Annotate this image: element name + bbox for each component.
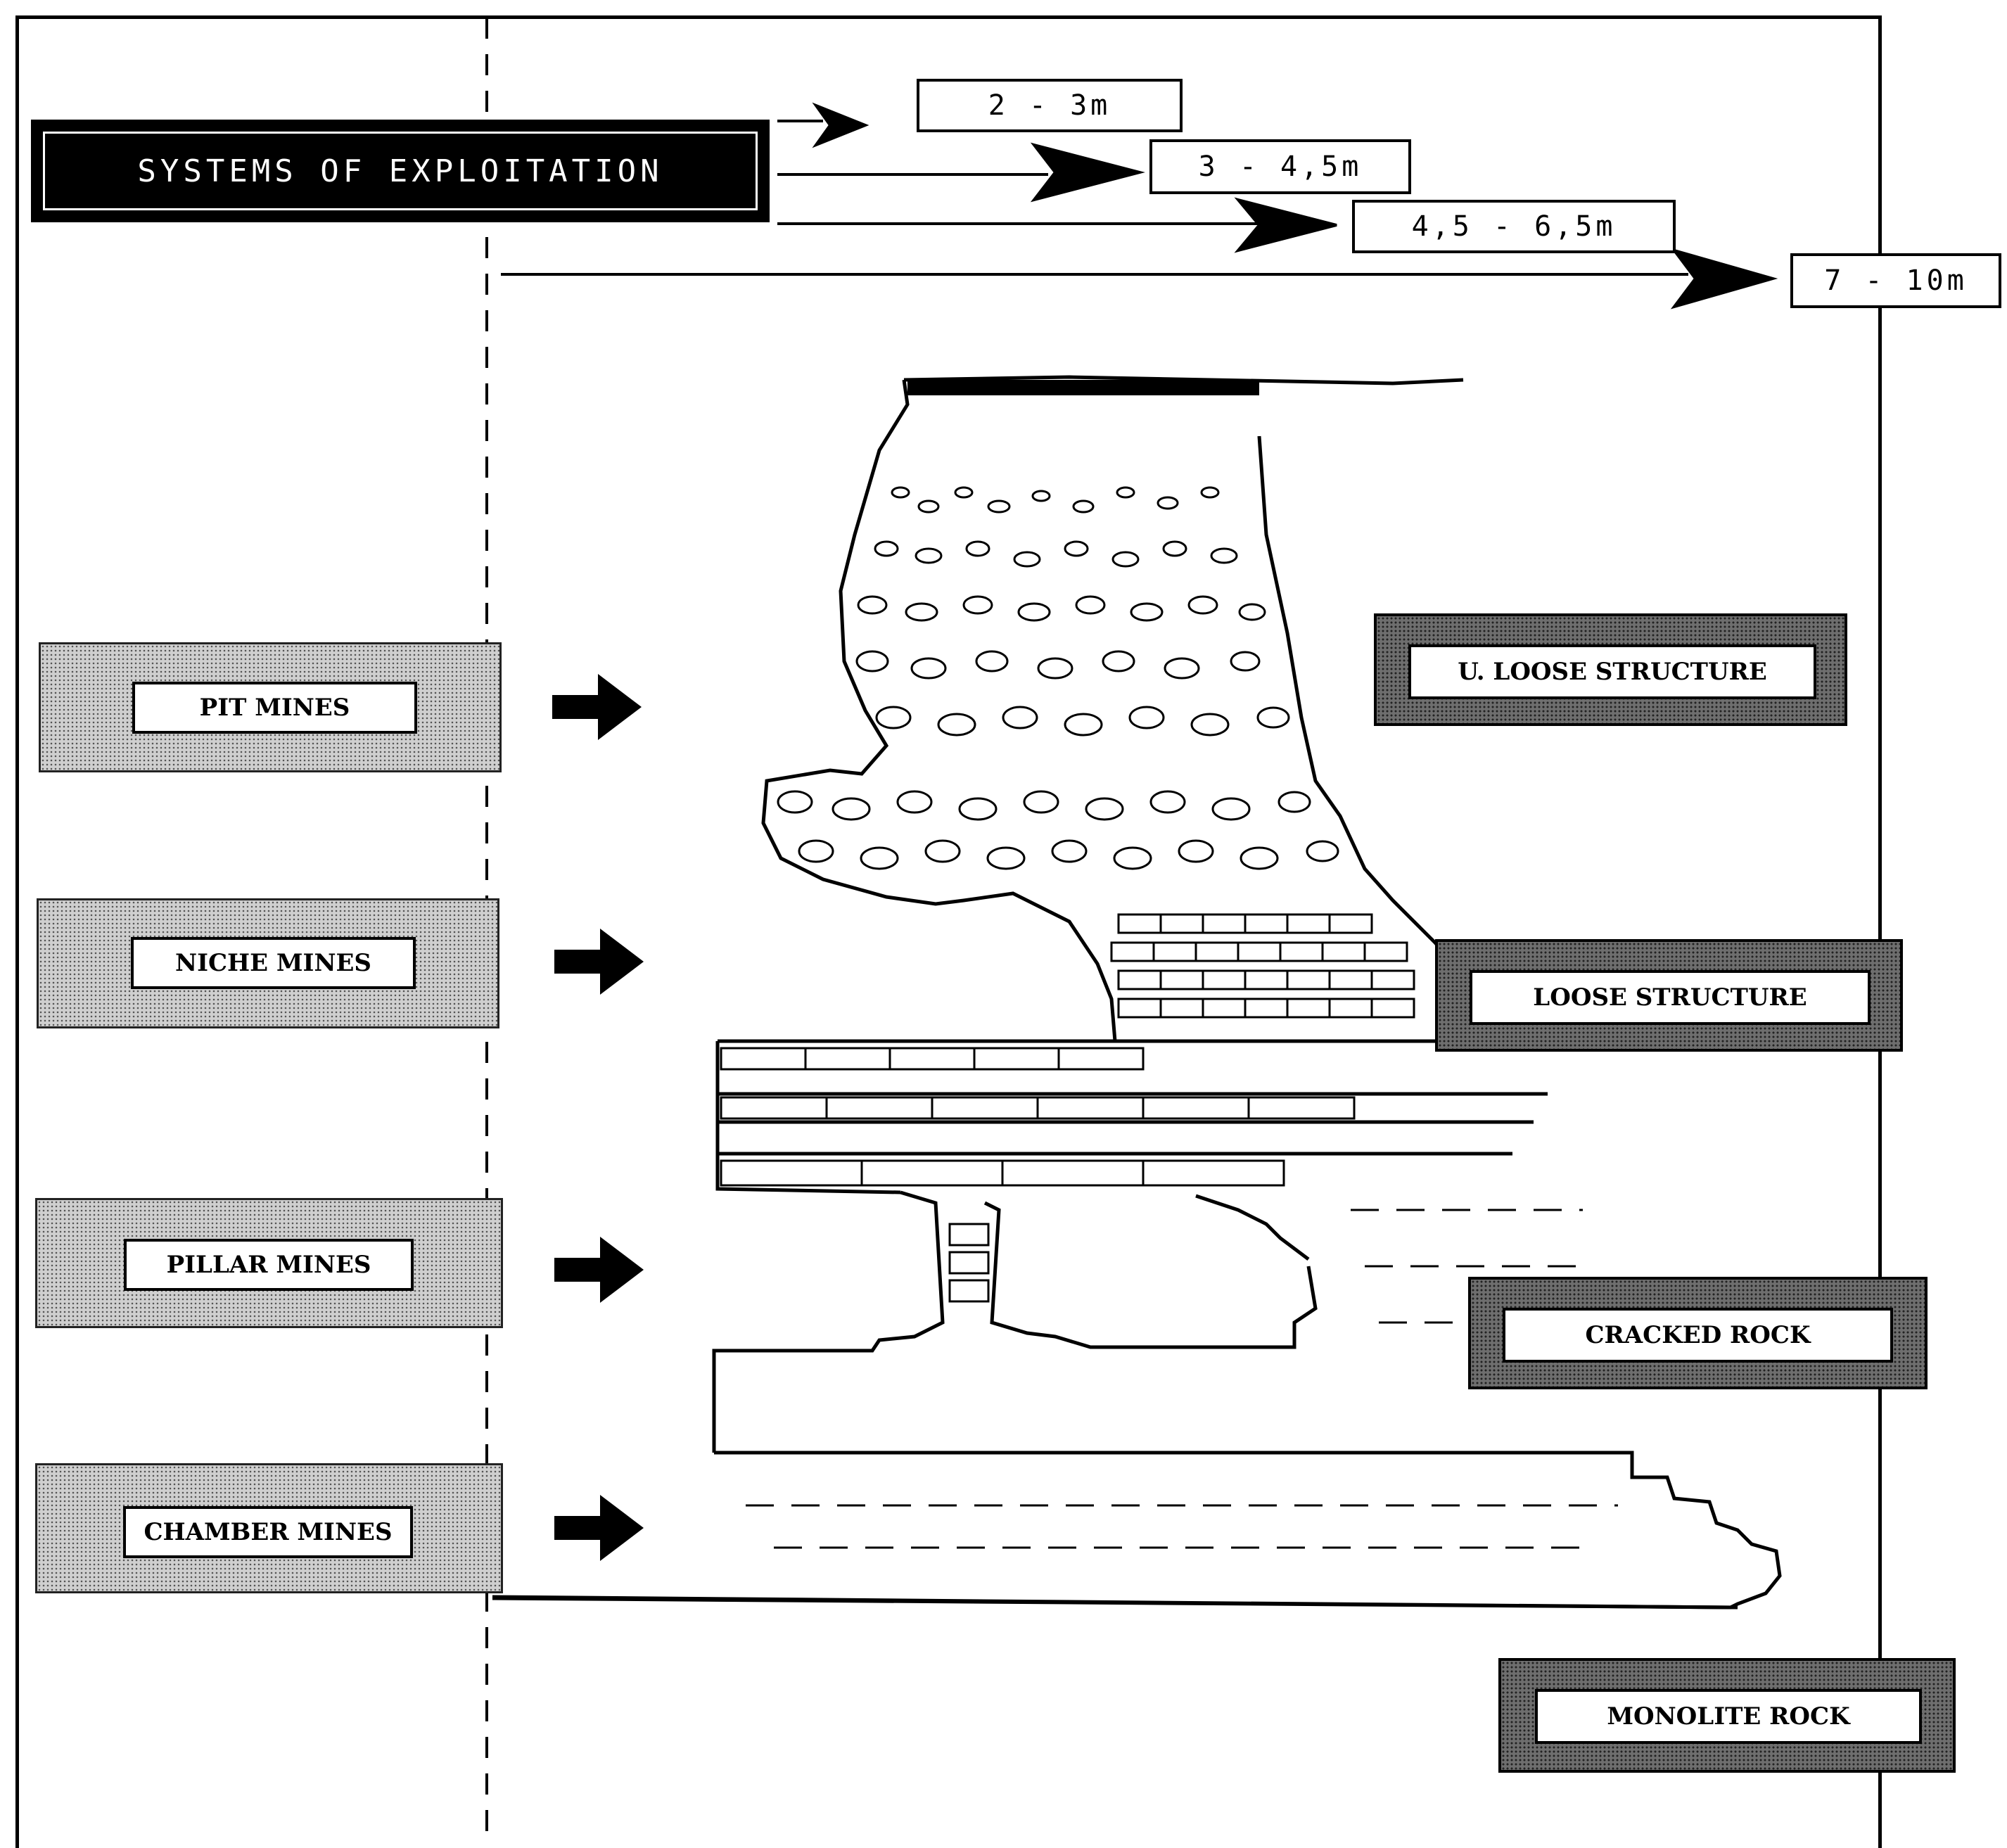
outer-frame xyxy=(15,15,1882,1848)
right-arrow-icon xyxy=(554,1495,644,1561)
thickness-label: 3 - 4,5m xyxy=(1149,139,1411,194)
mine-type-label: PILLAR MINES xyxy=(124,1239,414,1291)
thickness-label: 4,5 - 6,5m xyxy=(1352,200,1676,253)
rock-structure-box: U. LOOSE STRUCTURE xyxy=(1374,613,1847,726)
right-arrow-icon xyxy=(552,674,642,740)
thickness-label: 2 - 3m xyxy=(917,79,1183,132)
rock-structure-label: LOOSE STRUCTURE xyxy=(1470,970,1871,1025)
mine-type-box: CHAMBER MINES xyxy=(35,1463,503,1593)
right-arrow-icon xyxy=(1030,142,1145,203)
right-arrow-icon xyxy=(554,929,644,995)
title-banner: SYSTEMS OF EXPLOITATION xyxy=(31,120,770,222)
thickness-label: 7 - 10m xyxy=(1790,253,2001,308)
right-arrow-icon xyxy=(1670,248,1778,310)
rock-structure-label: CRACKED ROCK xyxy=(1503,1308,1893,1363)
page-title: SYSTEMS OF EXPLOITATION xyxy=(137,153,663,189)
right-arrow-icon xyxy=(812,102,869,148)
mine-level-baseline xyxy=(492,1596,1738,1610)
rock-structure-label: MONOLITE ROCK xyxy=(1535,1689,1922,1744)
mine-type-box: NICHE MINES xyxy=(37,898,499,1028)
mine-type-box: PILLAR MINES xyxy=(35,1198,503,1328)
mine-type-label: PIT MINES xyxy=(132,682,417,734)
rock-structure-box: LOOSE STRUCTURE xyxy=(1435,939,1903,1052)
right-arrow-icon xyxy=(1234,197,1337,253)
rock-structure-box: CRACKED ROCK xyxy=(1468,1277,1928,1389)
right-arrow-icon xyxy=(554,1237,644,1303)
rock-structure-label: U. LOOSE STRUCTURE xyxy=(1408,644,1816,699)
thickness-arrows xyxy=(501,102,1778,310)
mine-arrows xyxy=(552,674,644,1561)
mine-type-label: NICHE MINES xyxy=(131,937,416,989)
rock-structure-box: MONOLITE ROCK xyxy=(1498,1658,1956,1773)
mine-type-box: PIT MINES xyxy=(39,642,502,772)
mine-type-label: CHAMBER MINES xyxy=(123,1506,413,1558)
